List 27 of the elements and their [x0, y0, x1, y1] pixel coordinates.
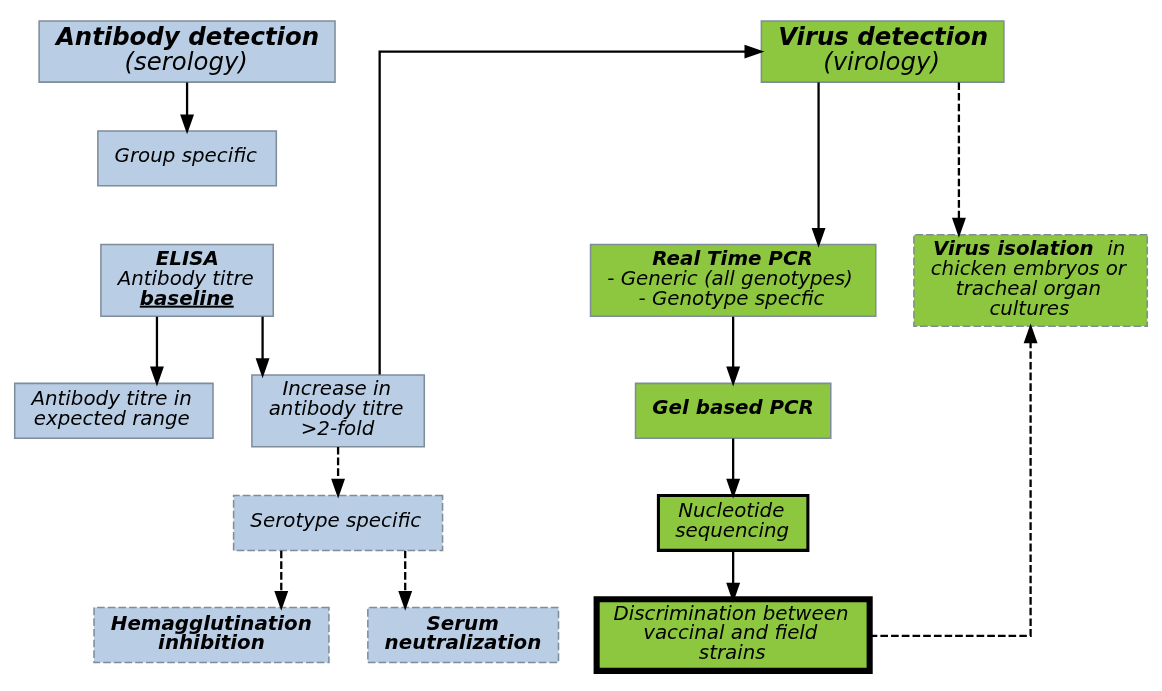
- node-box: Antibody titre in expected range: [13, 382, 214, 439]
- node-box: ELISA Antibody titre baseline: [100, 243, 275, 317]
- node-box: Discrimination between vaccinal and field strains: [593, 595, 873, 674]
- arrow: [811, 81, 826, 248]
- node-box: Antibody detection (serology): [38, 19, 336, 83]
- node-box: Increase in antibody titre >2-fold: [251, 373, 426, 447]
- node-box: Group specific: [97, 129, 278, 187]
- arrow: [398, 550, 413, 611]
- node-box: Serotype specific: [232, 494, 444, 551]
- arrow: [726, 438, 741, 499]
- arrow: [378, 44, 765, 374]
- node-box: Nucleotide sequencing: [656, 493, 810, 552]
- arrow: [331, 446, 346, 499]
- node-box: Virus detection (virology): [760, 19, 1005, 83]
- arrow: [274, 550, 289, 611]
- node-box: Virus isolation in chicken embryos or tracheal organ cultures: [913, 233, 1149, 327]
- arrow: [726, 316, 741, 386]
- node-box: Hemagglutination inhibition: [93, 606, 330, 663]
- arrow: [951, 81, 966, 238]
- arrow: [180, 82, 195, 134]
- arrow: [726, 550, 741, 603]
- arrow: [869, 322, 1038, 637]
- arrow: [255, 316, 270, 378]
- node-box: Real Time PCR - Generic (all genotypes) - Genotype specfic: [589, 243, 877, 317]
- arrow: [150, 316, 164, 386]
- node-box: Gel based PCR: [634, 382, 832, 439]
- node-box: Serum neutralization: [367, 606, 560, 663]
